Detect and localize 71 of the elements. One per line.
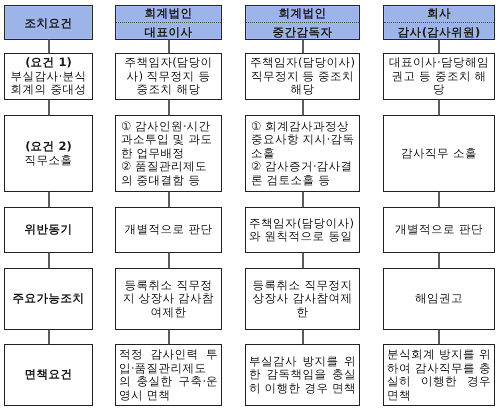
content-box [115,268,222,330]
box-text: 위반동기 [24,223,74,237]
header-text: 중간감독자 [246,22,359,41]
connector-line [302,253,304,268]
header-text: 회사 [426,5,452,22]
box-text: 적정 감사인력 투입·품질관리제도의 충실한 구축·운영시 면책 [119,348,218,402]
box-text: ① 감사인원·시간 과소투입 및 과도한 업무배정 [120,120,214,160]
connector-line [168,40,170,53]
box-text: 직무소홀 [24,154,74,167]
connector-line [302,40,304,53]
connector-line [48,192,50,207]
connector-line [438,192,440,207]
content-box [383,115,495,192]
box-text: 주책임자(담당이사) 직무정지 등 중조치 해당 [123,56,214,97]
connector-line [302,192,304,207]
box-text: 주책임자(담당이사) 직무정지 등 중조치 해당 [249,56,356,97]
requirement-box [4,53,93,100]
box-text: ① 회계감사과정상 중요사항 지시·감독 소홀 [250,120,356,160]
content-box [245,115,360,192]
box-text: 등록취소 직무정지 상장사 감사참여제한 [122,278,216,320]
connector-line [48,40,50,53]
requirement-box [4,115,93,192]
header-box [245,5,360,40]
box-text: ② 감사증거·감사결론 검토소홀 등 [250,160,354,188]
connector-line [168,192,170,207]
connector-line [48,253,50,268]
header-text: 회계법인 [144,5,194,22]
connector-line [438,100,440,115]
connector-line [302,330,304,344]
box-text: 부실감사 방지를 위한 감독책임을 충실히 이행한 경우 면책 [249,354,356,396]
content-box [383,207,495,253]
header-text: 조치요건 [24,14,74,32]
content-box [245,268,360,330]
header-box [383,5,495,40]
box-text: 개별적으로 판단 [124,223,214,237]
header-box [4,5,93,40]
box-text: 해임권고 [414,292,464,306]
requirement-box [4,344,93,406]
connector-line [302,100,304,115]
header-box [115,5,222,40]
content-box [245,207,360,253]
box-text: 주요가능조치 [12,292,86,306]
connector-line [168,330,170,344]
box-text: 감사직무 소홀 [400,146,478,160]
box-text: (요건 2) [24,140,73,154]
box-text: 분식회계 방지를 위하여 감사직무를 충실히 이행한 경우 면책 [387,348,491,402]
content-box [245,344,360,406]
connector-line [48,100,50,115]
box-text: 등록취소 직무정지 상장사 감사참여제한 [252,278,354,320]
box-text: 개별적으로 판단 [394,223,484,237]
header-text: 회계법인 [278,5,328,22]
box-text: 주책임자(담당이사)와 원칙적으로 동일 [249,216,355,244]
connector-line [168,253,170,268]
box-text: 면책요건 [24,368,74,382]
box-text: 대표이사·담당해임권고 등 중조치 해당 [388,56,490,97]
header-text: 감사(감사위원) [384,22,494,41]
content-box [383,268,495,330]
header-text: 대표이사 [116,22,221,41]
requirement-box [4,207,93,253]
connector-line [168,100,170,115]
connector-line [48,330,50,344]
box-text: 부실감사·분식 회계의 중대성 [10,70,88,97]
box-text: ② 품질관리제도의 중대결함 등 [120,160,208,188]
connector-line [438,330,440,344]
box-text: (요건 1) [24,56,73,70]
connector-line [438,253,440,268]
content-box [115,115,222,192]
content-box [115,53,222,100]
content-box [115,207,222,253]
connector-line [438,40,440,53]
requirement-box [4,268,93,330]
